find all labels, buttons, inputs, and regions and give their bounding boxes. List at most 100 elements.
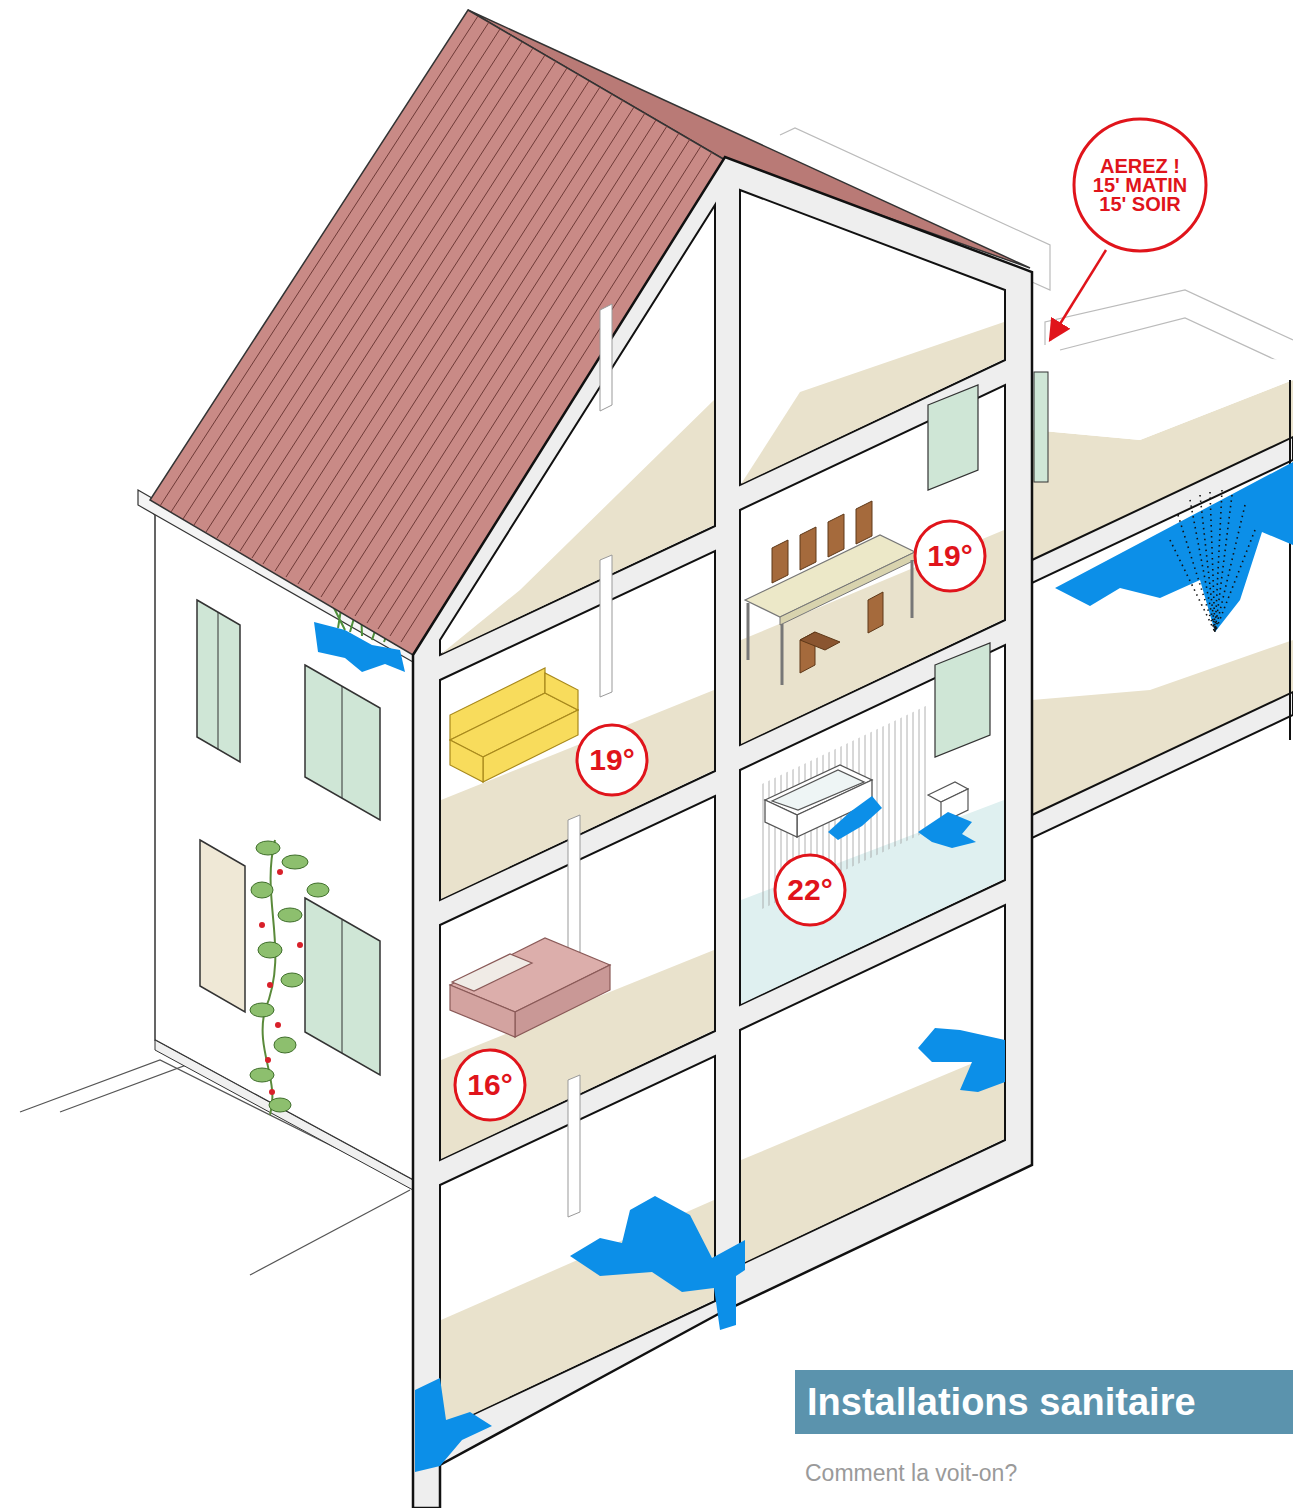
- door: [200, 840, 245, 1012]
- sofa: [450, 668, 578, 782]
- window-mullions: [218, 612, 342, 1053]
- chair: [772, 540, 788, 583]
- table-top: [745, 535, 915, 617]
- text-holder: 19°: [575, 723, 649, 797]
- bed-side: [450, 985, 515, 1037]
- leaf: [251, 882, 273, 898]
- mold-spots: [1170, 490, 1255, 632]
- sofa-front: [483, 710, 578, 782]
- leaf: [278, 908, 302, 922]
- dining-set: [745, 501, 915, 685]
- humidity-stain: [828, 796, 882, 840]
- callout-text: AEREZ ! 15' MATIN 15' SOIR: [1088, 157, 1192, 214]
- seam: [229, 55, 545, 545]
- tub-side: [765, 800, 797, 837]
- berry: [267, 982, 273, 988]
- facade-windows: [197, 600, 380, 1075]
- floor-slab: [1032, 692, 1293, 838]
- leaf: [282, 855, 308, 869]
- bed-front: [515, 965, 610, 1037]
- partition: [568, 1075, 580, 1217]
- temperature-badge: 19°: [913, 519, 987, 593]
- leaf: [250, 1068, 274, 1082]
- leaf: [258, 942, 282, 958]
- circle-shape: [775, 855, 845, 925]
- berry: [269, 1089, 275, 1095]
- window: [305, 665, 380, 820]
- table-leg: [747, 603, 750, 660]
- pillow: [452, 954, 532, 991]
- seam: [171, 22, 489, 512]
- sofa-arm: [545, 673, 578, 710]
- window: [928, 385, 978, 490]
- humidity-stain: [1055, 462, 1293, 632]
- window: [1034, 372, 1048, 482]
- window: [935, 643, 990, 757]
- window: [197, 600, 240, 762]
- berry: [259, 922, 265, 928]
- table-leg: [911, 560, 914, 618]
- circle-shape: [577, 725, 647, 795]
- seam: [183, 29, 500, 519]
- outline: [1045, 290, 1293, 345]
- circle-shape: [1074, 119, 1206, 251]
- leader-arrow: [1050, 250, 1106, 340]
- chair-seat: [800, 632, 840, 650]
- text-holder: 22°: [773, 853, 847, 927]
- partition: [600, 304, 612, 411]
- table-leg: [781, 624, 784, 685]
- temperature-value: 19°: [577, 744, 647, 776]
- mullion: [342, 920, 343, 1053]
- seam: [194, 35, 511, 525]
- roof: [150, 10, 1030, 655]
- ventilation-callout: AEREZ ! 15' MATIN 15' SOIR: [1072, 117, 1208, 253]
- circle-shape: [915, 521, 985, 591]
- leaf: [250, 1003, 274, 1017]
- chair: [800, 527, 816, 570]
- wall: [1032, 350, 1293, 440]
- leaf: [274, 1037, 296, 1053]
- temperature-value: 22°: [775, 874, 845, 906]
- leaf: [281, 973, 303, 987]
- section-heading: Installations sanitaire: [795, 1370, 1293, 1434]
- circle-shape: [455, 1050, 525, 1120]
- floor: [441, 400, 714, 654]
- berry: [297, 942, 303, 948]
- leaf: [307, 883, 329, 897]
- neighbour-extension: [1032, 350, 1293, 838]
- seam: [160, 16, 478, 506]
- text-holder: 16°: [453, 1048, 527, 1122]
- berry: [265, 1057, 271, 1063]
- temperature-badge: 19°: [575, 723, 649, 797]
- humidity-stain: [570, 1196, 745, 1330]
- climbing-vine: [250, 840, 329, 1115]
- subheading-text: Comment la voit-on?: [805, 1460, 1017, 1487]
- temperature-badge: 22°: [773, 853, 847, 927]
- partition: [568, 815, 580, 957]
- mullion: [342, 686, 343, 798]
- berry: [277, 869, 283, 875]
- leaf: [256, 841, 280, 855]
- berry: [275, 1022, 281, 1028]
- bed: [450, 938, 610, 1037]
- table-edge: [780, 552, 915, 625]
- chair: [828, 514, 844, 557]
- section-edge: [1289, 380, 1291, 740]
- sofa-side: [450, 740, 483, 782]
- temperature-badge: 16°: [453, 1048, 527, 1122]
- humidity-stain: [918, 812, 976, 848]
- seam: [206, 42, 522, 532]
- roof-slope: [150, 10, 725, 655]
- mullion: [218, 612, 219, 750]
- rooms: [440, 190, 1005, 1430]
- window: [305, 898, 380, 1075]
- text-holder: 19°: [913, 519, 987, 593]
- floors: [441, 322, 1004, 1429]
- section-walls: [413, 157, 1032, 1508]
- text-holder: AEREZ ! 15' MATIN 15' SOIR: [1072, 117, 1208, 253]
- temperature-value: 16°: [455, 1069, 525, 1101]
- leaf: [269, 1098, 291, 1112]
- partition: [600, 555, 612, 697]
